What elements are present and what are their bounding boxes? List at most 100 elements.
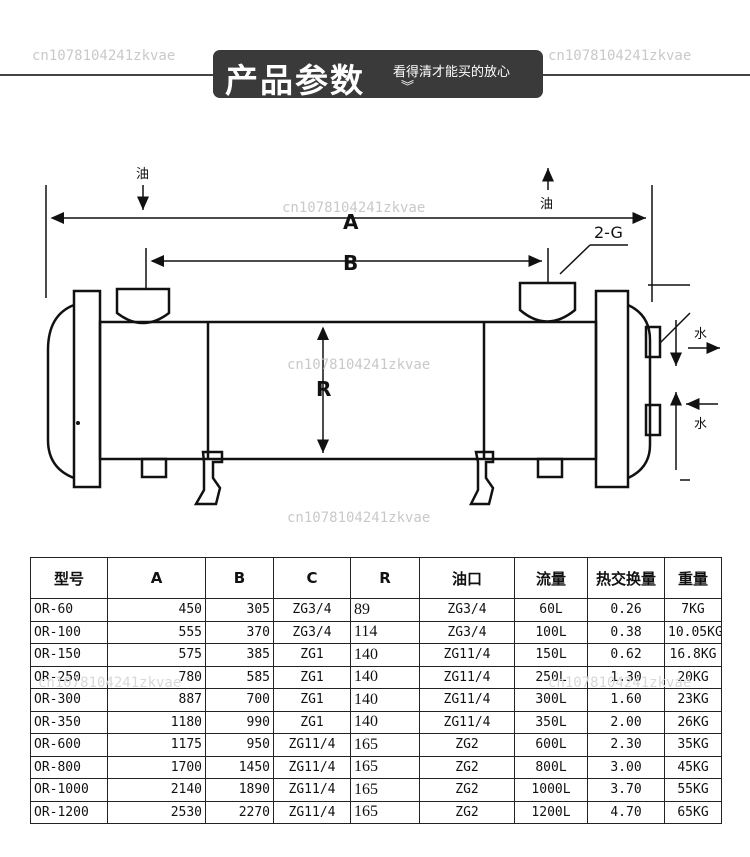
table-cell: ZG11/4 xyxy=(419,665,515,689)
table-cell: 1180 xyxy=(107,710,206,734)
label-oil-in: 油 xyxy=(136,167,149,182)
watermark-text: cn1078104241zkvae xyxy=(287,510,431,526)
table-cell: 2530 xyxy=(107,800,206,824)
table-cell: ZG3/4 xyxy=(273,598,351,622)
leader-2g xyxy=(559,244,591,275)
watermark-text: cn1078104241zkvae xyxy=(287,357,431,373)
watermark-text: cn1078104241zkvae xyxy=(32,48,176,64)
table-cell: OR-1000 xyxy=(30,778,108,802)
table-cell: 140 xyxy=(350,643,420,667)
watermark-text: cn1078104241zkvae xyxy=(38,675,182,691)
table-cell: ZG1 xyxy=(273,665,351,689)
table-cell: 2.30 xyxy=(587,733,665,757)
table-cell: 165 xyxy=(350,755,420,779)
table-cell: OR-100 xyxy=(30,620,108,644)
table-cell: ZG2 xyxy=(419,778,515,802)
table-cell: 585 xyxy=(205,665,274,689)
table-cell: 100L xyxy=(514,620,588,644)
table-cell: 575 xyxy=(107,643,206,667)
label-r: R xyxy=(316,377,331,401)
table-cell: ZG11/4 xyxy=(419,643,515,667)
table-cell: 20KG xyxy=(664,665,722,689)
table-cell: 45KG xyxy=(664,755,722,779)
label-water-bottom: 水 xyxy=(694,417,707,432)
water-top-leader xyxy=(659,312,691,344)
right-end-cap xyxy=(627,303,652,480)
table-cell: 0.38 xyxy=(587,620,665,644)
table-cell: 140 xyxy=(350,665,420,689)
table-cell: 370 xyxy=(205,620,274,644)
table-cell: 16.8KG xyxy=(664,643,722,667)
label-oil-out: 油 xyxy=(540,197,553,212)
table-cell: ZG2 xyxy=(419,755,515,779)
table-cell: ZG1 xyxy=(273,688,351,712)
drain-boss-right xyxy=(536,457,564,479)
table-cell: 89 xyxy=(350,598,420,622)
table-cell: 250L xyxy=(514,665,588,689)
column-header: B xyxy=(205,557,274,599)
column-header: C xyxy=(273,557,351,599)
table-cell: 800L xyxy=(514,755,588,779)
table-cell: ZG2 xyxy=(419,800,515,824)
table-cell: 140 xyxy=(350,710,420,734)
table-cell: 700 xyxy=(205,688,274,712)
table-cell: 1.60 xyxy=(587,688,665,712)
label-water-top: 水 xyxy=(694,327,707,342)
watermark-text: cn1078104241zkvae xyxy=(548,675,692,691)
table-cell: OR-800 xyxy=(30,755,108,779)
table-cell: ZG11/4 xyxy=(419,688,515,712)
table-cell: 150L xyxy=(514,643,588,667)
oil-port-right xyxy=(518,281,577,323)
bracket-left xyxy=(193,450,224,506)
table-cell: 780 xyxy=(107,665,206,689)
table-cell: 23KG xyxy=(664,688,722,712)
table-cell: 1000L xyxy=(514,778,588,802)
table-cell: ZG1 xyxy=(273,643,351,667)
table-cell: ZG3/4 xyxy=(419,598,515,622)
table-cell: 385 xyxy=(205,643,274,667)
table-cell: 165 xyxy=(350,800,420,824)
table-cell: OR-600 xyxy=(30,733,108,757)
table-cell: 140 xyxy=(350,688,420,712)
table-cell: 60L xyxy=(514,598,588,622)
table-cell: 600L xyxy=(514,733,588,757)
table-cell: ZG11/4 xyxy=(273,755,351,779)
table-cell: 887 xyxy=(107,688,206,712)
table-cell: 165 xyxy=(350,733,420,757)
left-flange xyxy=(72,289,102,489)
heat-exchanger-diagram: 油 油 A B R 2-G 水 水 xyxy=(45,167,720,506)
header-divider-left xyxy=(0,74,213,76)
table-cell: 35KG xyxy=(664,733,722,757)
section-banner: 产品参数 看得清才能买的放心 ︾ xyxy=(213,50,543,100)
banner-title: 产品参数 xyxy=(225,61,365,100)
table-cell: 300L xyxy=(514,688,588,712)
table-cell: ZG3/4 xyxy=(273,620,351,644)
table-cell: ZG3/4 xyxy=(419,620,515,644)
table-cell: 1700 xyxy=(107,755,206,779)
table-cell: 165 xyxy=(350,778,420,802)
table-cell: 950 xyxy=(205,733,274,757)
table-cell: OR-1200 xyxy=(30,800,108,824)
chevron-down-icon: ︾ xyxy=(401,80,415,95)
table-cell: 26KG xyxy=(664,710,722,734)
left-end-cap xyxy=(46,303,75,480)
bracket-right xyxy=(468,450,495,506)
water-port-bottom xyxy=(644,403,662,437)
column-header: 油口 xyxy=(419,557,515,599)
table-cell: 450 xyxy=(107,598,206,622)
table-cell: 555 xyxy=(107,620,206,644)
table-cell: 2140 xyxy=(107,778,206,802)
table-cell: 2.00 xyxy=(587,710,665,734)
label-b: B xyxy=(343,251,358,275)
table-cell: 3.00 xyxy=(587,755,665,779)
table-cell: ZG11/4 xyxy=(273,778,351,802)
